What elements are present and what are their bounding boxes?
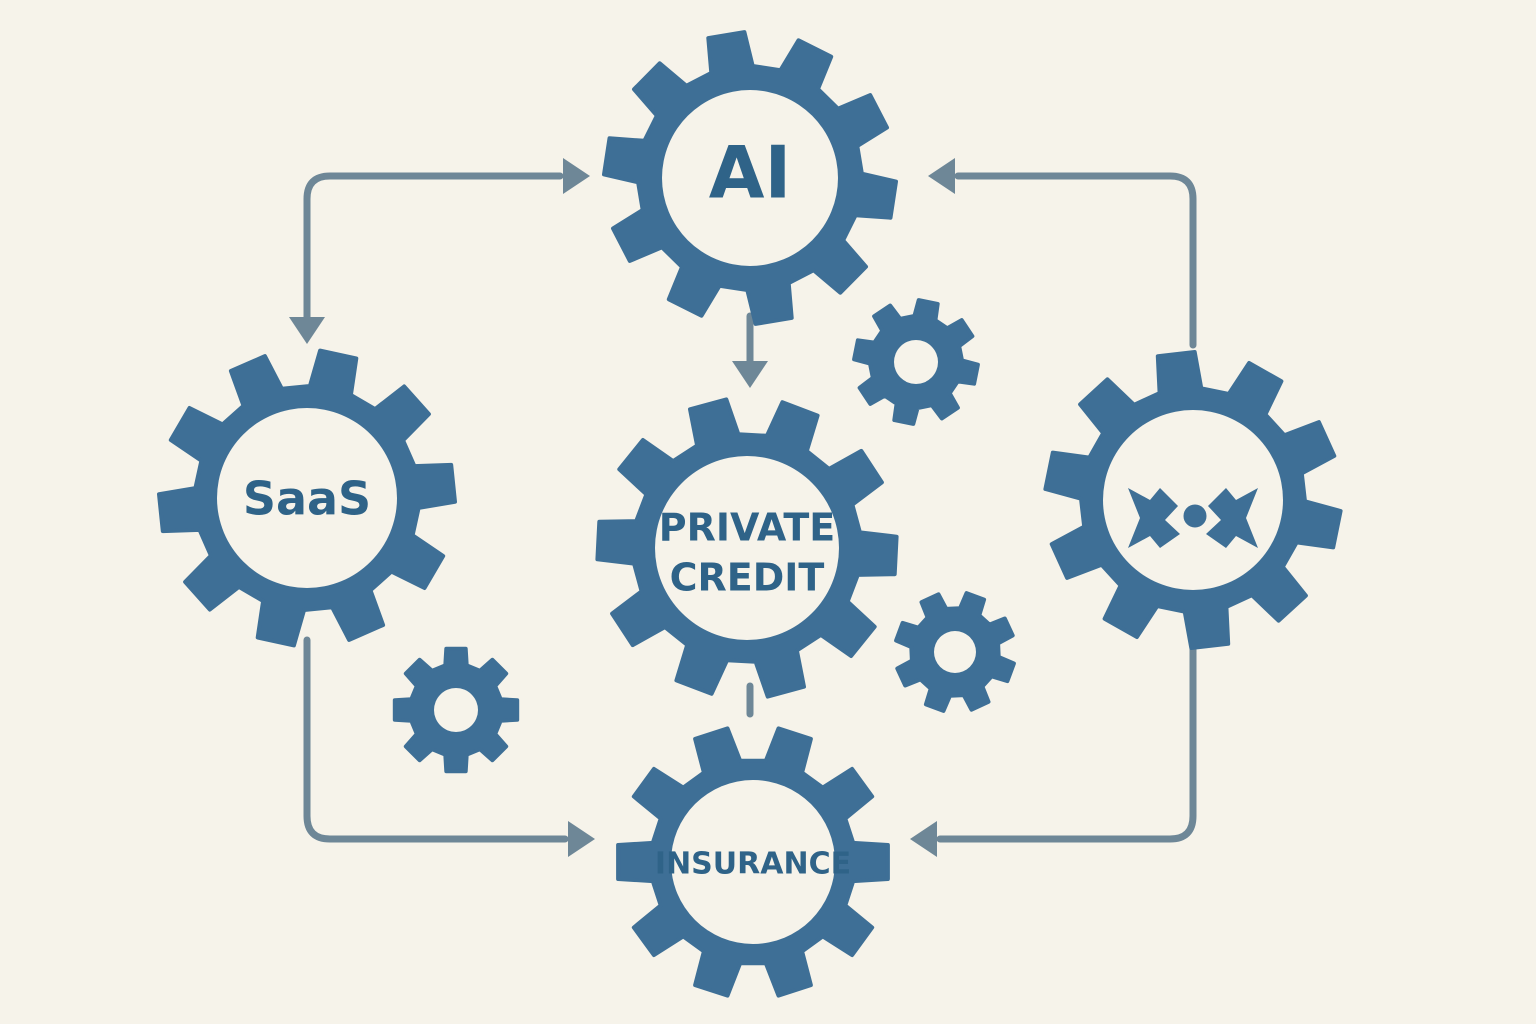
connectors [289,158,1197,857]
arrow-to-saas-head [289,317,325,344]
saas-gear-label: SaaS [243,472,371,526]
gears [157,30,1343,998]
private-credit-label-line1: PRIVATE [659,506,835,550]
small-gear-icon-2 [392,646,520,774]
private-credit-gear [595,397,899,699]
small-gear-icon-1 [852,298,980,426]
arrow-to-ai-left-head [563,158,590,194]
arrow-saas-ai-line [303,172,564,322]
arrow-to-ai-right-head [928,158,955,194]
insurance-gear [616,726,890,998]
arrow-unlabeled-ai-line [954,172,1197,349]
crossed-hands-icon [1128,488,1258,548]
arrow-to-insurance-left-head [568,821,595,857]
unlabeled-gear [1043,350,1343,650]
small-gear-icon-3 [894,591,1016,713]
arrow-unlabeled-insurance-line [936,636,1197,843]
ai-gear-label: AI [709,131,792,215]
arrow-saas-insurance-line [303,636,569,843]
saas-gear [157,348,457,648]
ai-gear [602,30,898,326]
insurance-gear-label: INSURANCE [655,847,851,882]
arrow-to-insurance-right-head [910,821,937,857]
private-credit-label-line2: CREDIT [670,556,825,600]
arrow-to-private-credit-head [732,361,768,388]
